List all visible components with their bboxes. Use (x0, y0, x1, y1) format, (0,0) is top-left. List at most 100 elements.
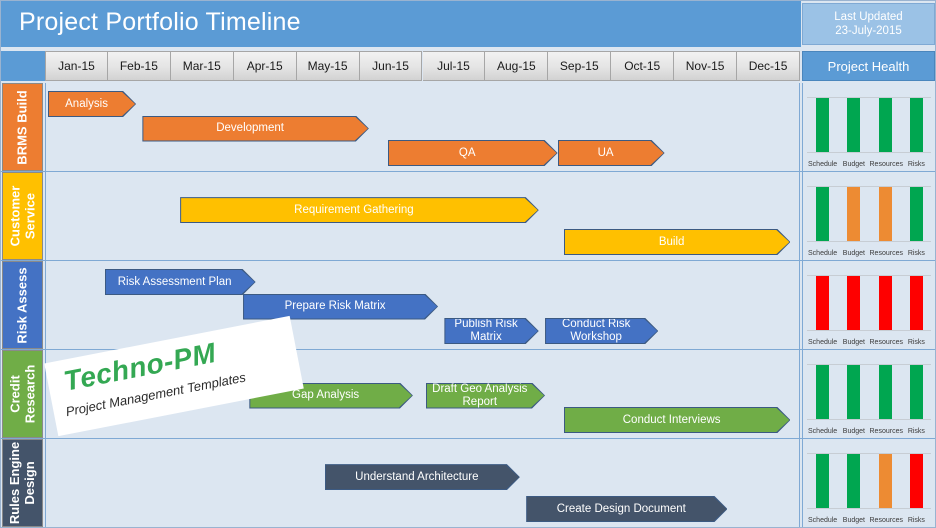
task-bar-label: QA (389, 141, 557, 165)
task-bar[interactable]: Understand Architecture (325, 464, 520, 490)
health-bar-budget (847, 454, 861, 508)
row-label-brms-build: BRMS Build (2, 83, 43, 171)
row-label-text: Risk Assess (15, 266, 31, 344)
task-bar[interactable]: Analysis (48, 91, 136, 117)
health-bar-risks (909, 187, 923, 241)
health-plot-area (807, 453, 931, 509)
health-label-risks: Risks (907, 517, 925, 524)
health-label-budget: Budget (842, 161, 865, 168)
month-header-jan-15: Jan-15 (45, 51, 108, 81)
health-label-budget: Budget (842, 339, 865, 346)
month-header-may-15: May-15 (296, 51, 360, 81)
health-label-resources: Resources (869, 428, 903, 435)
health-label-schedule: Schedule (808, 428, 838, 435)
health-bar-schedule (816, 454, 830, 508)
month-header-nov-15: Nov-15 (674, 51, 738, 81)
task-bar[interactable]: Risk Assessment Plan (105, 269, 256, 295)
health-label-resources: Resources (869, 250, 903, 257)
month-header-sep-15: Sep-15 (548, 51, 612, 81)
task-bar-label: Analysis (49, 92, 135, 116)
task-bar-label: UA (559, 141, 664, 165)
task-bar-label: Requirement Gathering (181, 198, 538, 222)
health-bar-risks (909, 276, 923, 330)
health-bar-schedule (816, 276, 830, 330)
page-title: Project Portfolio Timeline (19, 8, 301, 36)
task-bar-label: Prepare Risk Matrix (244, 295, 437, 319)
health-bar-resources (878, 365, 892, 419)
health-label-resources: Resources (869, 517, 903, 524)
health-bar-schedule (816, 98, 830, 152)
health-plot-area (807, 186, 931, 242)
project-health-cell: Schedule Budget Resources Risks (802, 172, 935, 260)
health-label-budget: Budget (842, 250, 865, 257)
title-bar: Project Portfolio Timeline (1, 1, 801, 47)
task-bar[interactable]: QA (388, 140, 558, 166)
row-label-risk-assess: Risk Assess (2, 261, 43, 349)
health-bar-budget (847, 365, 861, 419)
task-bar[interactable]: Build (564, 229, 791, 255)
month-header-mar-15: Mar-15 (170, 51, 234, 81)
health-bar-risks (909, 98, 923, 152)
task-bar[interactable]: Requirement Gathering (180, 197, 539, 223)
task-bar[interactable]: Draft Geo Analysis Report (426, 383, 546, 409)
task-bar[interactable]: Conduct Interviews (564, 407, 791, 433)
task-bar[interactable]: UA (558, 140, 665, 166)
month-header-feb-15: Feb-15 (107, 51, 171, 81)
project-health-cell: Schedule Budget Resources Risks (802, 350, 935, 438)
health-label-risks: Risks (907, 250, 925, 257)
health-bar-schedule (816, 365, 830, 419)
health-bar-budget (847, 276, 861, 330)
health-bar-risks (909, 454, 923, 508)
header-corner-block (1, 51, 45, 81)
health-bar-resources (878, 454, 892, 508)
health-label-schedule: Schedule (808, 161, 838, 168)
health-label-schedule: Schedule (808, 339, 838, 346)
task-bar-label: Risk Assessment Plan (106, 270, 255, 294)
health-label-schedule: Schedule (808, 250, 838, 257)
month-header-jul-15: Jul-15 (422, 51, 486, 81)
last-updated-box: Last Updated 23-July-2015 (802, 3, 935, 45)
task-bar-label: Understand Architecture (326, 465, 519, 489)
task-bar-label: Draft Geo Analysis Report (427, 384, 545, 408)
health-label-resources: Resources (869, 161, 903, 168)
last-updated-value: 23-July-2015 (835, 25, 902, 37)
task-bar[interactable]: Conduct Risk Workshop (545, 318, 658, 344)
row-label-text: BRMS Build (15, 89, 31, 165)
health-plot-area (807, 364, 931, 420)
month-header-jun-15: Jun-15 (359, 51, 423, 81)
month-header-dec-15: Dec-15 (737, 51, 800, 81)
task-bar-label: Create Design Document (527, 497, 726, 521)
month-header-oct-15: Oct-15 (611, 51, 675, 81)
health-bar-risks (909, 365, 923, 419)
health-label-budget: Budget (842, 428, 865, 435)
task-bar[interactable]: Development (142, 116, 369, 142)
health-label-budget: Budget (842, 517, 865, 524)
health-label-resources: Resources (869, 339, 903, 346)
health-label-risks: Risks (907, 428, 925, 435)
health-plot-area (807, 97, 931, 153)
task-bar-label: Conduct Risk Workshop (546, 319, 657, 343)
task-bar-label: Conduct Interviews (565, 408, 790, 432)
task-bar[interactable]: Create Design Document (526, 496, 727, 522)
task-bar-label: Development (143, 117, 368, 141)
health-bar-budget (847, 98, 861, 152)
health-label-risks: Risks (907, 339, 925, 346)
health-bar-resources (878, 187, 892, 241)
project-health-cell: Schedule Budget Resources Risks (802, 261, 935, 349)
task-bar[interactable]: Prepare Risk Matrix (243, 294, 438, 320)
